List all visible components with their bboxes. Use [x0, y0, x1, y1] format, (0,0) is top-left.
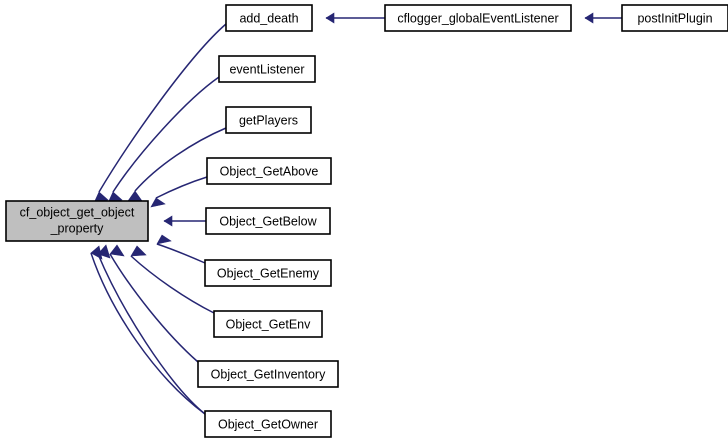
node-object_get_above[interactable]: Object_GetAbove	[206, 157, 332, 185]
arrowhead-icon	[109, 244, 125, 257]
node-box[interactable]	[205, 207, 331, 235]
arrowhead-icon	[584, 12, 594, 24]
edges-layer	[90, 12, 622, 415]
node-focus[interactable]: cf_object_get_object_property	[5, 200, 149, 242]
node-box[interactable]	[197, 360, 339, 388]
edge-line	[134, 127, 227, 192]
edge-object_get_owner_b-to-focus	[90, 245, 206, 415]
node-cflogger_global_event_listener[interactable]: cflogger_globalEventListener	[384, 4, 572, 32]
node-box[interactable]	[5, 200, 149, 242]
edge-object_get_env-to-focus	[130, 245, 215, 314]
edge-object_get_below-to-focus	[163, 215, 206, 227]
node-post_init_plugin[interactable]: postInitPlugin	[621, 4, 728, 32]
node-event_listener[interactable]: eventListener	[218, 55, 316, 83]
edge-line	[155, 176, 208, 199]
node-box[interactable]	[225, 4, 313, 32]
edge-add_death-to-focus	[93, 23, 227, 204]
arrowhead-icon	[130, 245, 147, 257]
edge-line	[156, 243, 206, 264]
edge-line	[90, 252, 206, 415]
edge-line	[109, 253, 199, 363]
node-object_get_below[interactable]: Object_GetBelow	[205, 207, 331, 235]
edge-line	[130, 255, 215, 314]
edge-cflogger_global_event_listener-to-add_death	[325, 12, 385, 24]
node-object_get_enemy[interactable]: Object_GetEnemy	[204, 259, 332, 287]
node-box[interactable]	[213, 310, 323, 338]
arrowhead-icon	[150, 197, 166, 208]
edge-object_get_inventory-to-focus	[109, 244, 199, 363]
nodes-layer: cf_object_get_object_property add_deathev…	[5, 4, 728, 438]
node-get_players[interactable]: getPlayers	[225, 106, 312, 134]
node-box[interactable]	[225, 106, 312, 134]
node-box[interactable]	[204, 259, 332, 287]
edge-line	[98, 23, 227, 193]
edge-line	[112, 76, 220, 193]
arrowhead-icon	[156, 234, 172, 245]
node-box[interactable]	[206, 157, 332, 185]
node-object_get_inventory[interactable]: Object_GetInventory	[197, 360, 339, 388]
edge-line	[97, 253, 206, 415]
node-object_get_env[interactable]: Object_GetEnv	[213, 310, 323, 338]
node-box[interactable]	[218, 55, 316, 83]
arrowhead-icon	[325, 12, 335, 24]
node-add_death[interactable]: add_death	[225, 4, 313, 32]
edge-post_init_plugin-to-cflogger_global_event_listener	[584, 12, 622, 24]
node-box[interactable]	[204, 410, 332, 438]
arrowhead-icon	[163, 215, 173, 227]
arrowhead-icon	[127, 190, 143, 202]
edge-object_get_owner-to-focus	[97, 244, 206, 415]
arrowhead-icon	[90, 245, 103, 260]
edge-object_get_enemy-to-focus	[156, 234, 206, 264]
node-object_get_owner[interactable]: Object_GetOwner	[204, 410, 332, 438]
node-box[interactable]	[384, 4, 572, 32]
node-box[interactable]	[621, 4, 728, 32]
edge-object_get_above-to-focus	[150, 176, 208, 208]
